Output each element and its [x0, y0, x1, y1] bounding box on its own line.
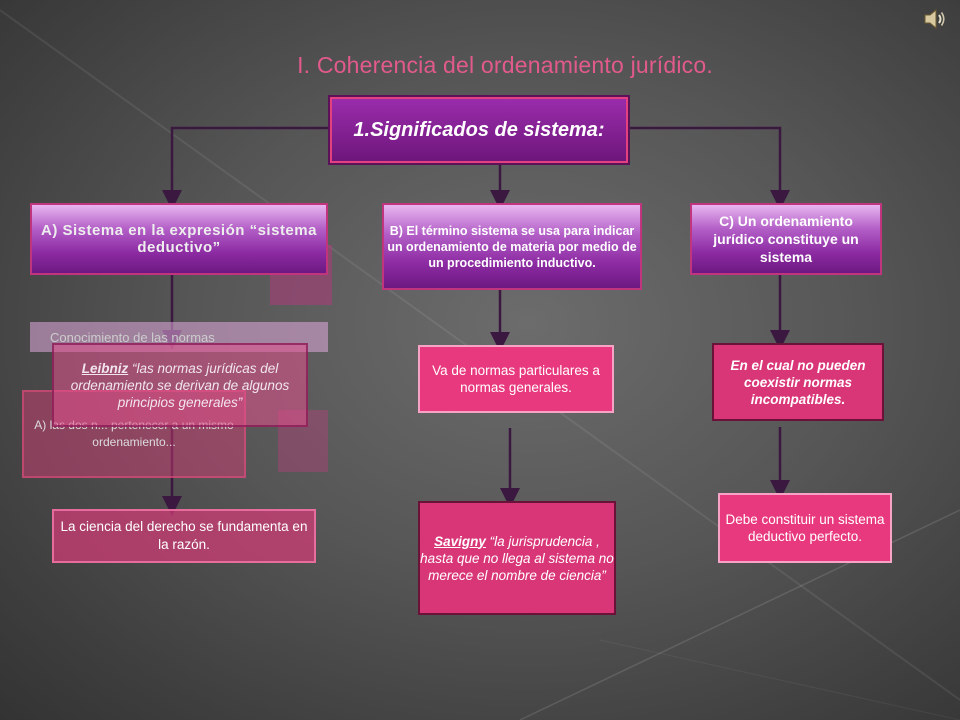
branch-a-header-label: A) Sistema en la expresión “sistema dedu… — [41, 222, 317, 256]
ciencia-note-box: La ciencia del derecho se fundamenta en … — [52, 509, 316, 563]
branch-a-header-box: A) Sistema en la expresión “sistema dedu… — [30, 203, 328, 275]
deductive-conclusion-label: Debe constituir un sistema deductivo per… — [725, 512, 885, 544]
main-concept-label: 1.Significados de sistema: — [353, 118, 605, 141]
savigny-name: Savigny — [434, 533, 486, 549]
branch-c-header-label: C) Un ordenamiento jurídico constituye u… — [713, 213, 859, 265]
leibniz-quote: “las normas jurídicas del ordenamiento s… — [70, 360, 290, 410]
savigny-quote-text: Savigny “la jurisprudencia , hasta que n… — [420, 533, 614, 584]
overlay-header-label: Conocimiento de las normas — [50, 329, 215, 345]
savigny-quote: “la jurisprudencia , hasta que no llega … — [420, 533, 614, 583]
incompatible-note-box: En el cual no pueden coexistir normas in… — [712, 343, 884, 421]
inductive-note-label: Va de normas particulares a normas gener… — [432, 363, 600, 395]
branch-b-header-box: B) El término sistema se usa para indica… — [382, 203, 642, 290]
main-concept-box: 1.Significados de sistema: — [330, 97, 628, 163]
slide-title: I. Coherencia del ordenamiento jurídico. — [297, 52, 713, 78]
savigny-quote-box: Savigny “la jurisprudencia , hasta que n… — [418, 501, 616, 615]
branch-b-header-label: B) El término sistema se usa para indica… — [387, 223, 637, 270]
leibniz-quote-text: Leibniz “las normas jurídicas del ordena… — [54, 360, 306, 411]
inductive-note-box: Va de normas particulares a normas gener… — [418, 345, 614, 413]
connector-main-right — [628, 126, 790, 210]
deductive-conclusion-box: Debe constituir un sistema deductivo per… — [718, 493, 892, 563]
branch-c-header-box: C) Un ordenamiento jurídico constituye u… — [690, 203, 882, 275]
speaker-icon[interactable] — [922, 6, 948, 32]
leibniz-name: Leibniz — [81, 360, 129, 376]
leibniz-quote-box: Leibniz “las normas jurídicas del ordena… — [52, 343, 308, 427]
connector-main-left — [162, 126, 330, 210]
incompatible-note-label: En el cual no pueden coexistir normas in… — [730, 357, 866, 407]
ciencia-note-label: La ciencia del derecho se fundamenta en … — [60, 519, 308, 552]
